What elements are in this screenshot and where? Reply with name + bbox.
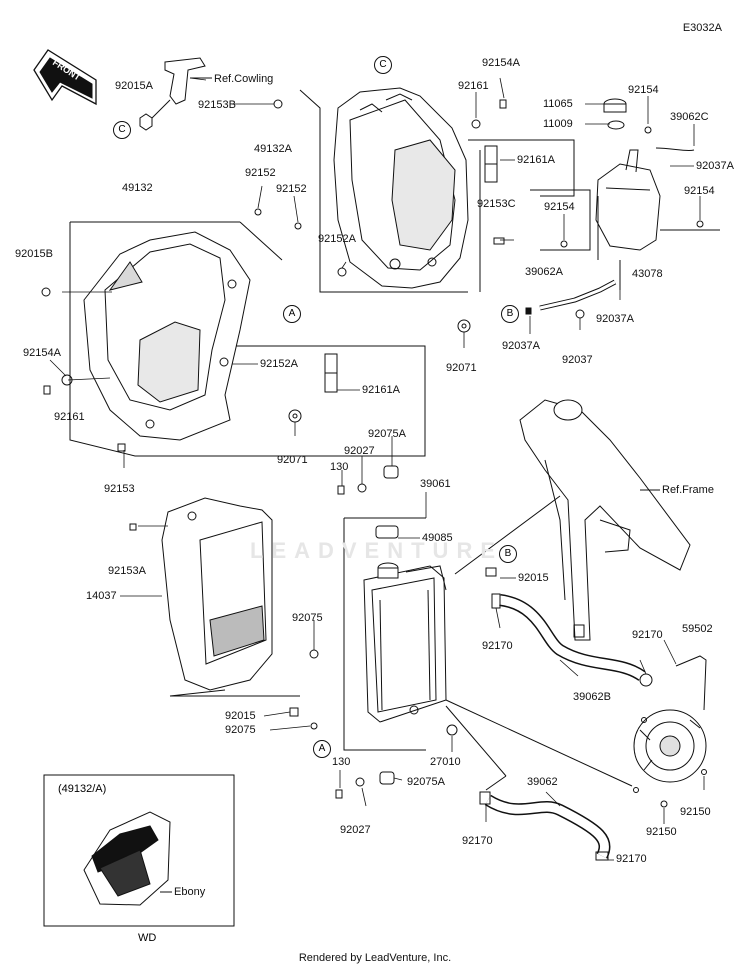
part-label-92161-top[interactable]: 92161 — [458, 80, 489, 92]
part-label-92037A-top[interactable]: 92037A — [696, 160, 734, 172]
reservoir-tank — [560, 98, 704, 290]
part-label-49132A[interactable]: 49132A — [254, 143, 292, 155]
inset-color-note: Ebony — [174, 886, 206, 898]
part-label-92161-left[interactable]: 92161 — [54, 411, 85, 423]
part-label-43078[interactable]: 43078 — [632, 268, 663, 280]
shroud-49132 — [83, 231, 251, 441]
part-label-14037[interactable]: 14037 — [86, 590, 117, 602]
callout-a-mid[interactable]: A — [283, 305, 301, 323]
part-label-92153A[interactable]: 92153A — [108, 565, 146, 577]
part-label-130-low[interactable]: 130 — [332, 756, 351, 768]
part-label-92153C[interactable]: 92153C — [477, 198, 516, 210]
shroud-49132A — [333, 87, 469, 289]
part-label-92170-a[interactable]: 92170 — [482, 640, 513, 652]
part-label-39062C[interactable]: 39062C — [670, 111, 709, 123]
radiator-screen — [161, 497, 273, 691]
part-label-92150-a[interactable]: 92150 — [680, 806, 711, 818]
part-label-92154-a[interactable]: 92154 — [628, 84, 659, 96]
part-label-130-top[interactable]: 130 — [330, 461, 349, 473]
frame — [454, 399, 691, 641]
part-label-92037A-low[interactable]: 92037A — [502, 340, 540, 352]
part-label-92027-low[interactable]: 92027 — [340, 824, 371, 836]
callout-c-top[interactable]: C — [374, 56, 392, 74]
part-label-92161A-top[interactable]: 92161A — [517, 154, 555, 166]
part-label-27010[interactable]: 27010 — [430, 756, 461, 768]
part-label-92152A-mid[interactable]: 92152A — [260, 358, 298, 370]
part-label-39062A[interactable]: 39062A — [525, 266, 563, 278]
part-label-92152A-top[interactable]: 92152A — [318, 233, 356, 245]
part-label-92027-top[interactable]: 92027 — [344, 445, 375, 457]
part-label-92154-b[interactable]: 92154 — [684, 185, 715, 197]
part-label-92152-b[interactable]: 92152 — [276, 183, 307, 195]
inset-title: (49132/A) — [58, 783, 107, 795]
part-label-92075A-top[interactable]: 92075A — [368, 428, 406, 440]
part-label-92153B[interactable]: 92153B — [198, 99, 236, 111]
part-label-92154A-top[interactable]: 92154A — [482, 57, 520, 69]
part-label-92170-d[interactable]: 92170 — [616, 853, 647, 865]
radiator — [363, 562, 447, 723]
part-label-49085[interactable]: 49085 — [422, 532, 453, 544]
front-arrow-icon — [33, 49, 97, 106]
part-label-92015B[interactable]: 92015B — [15, 248, 53, 260]
cowling-bracket — [139, 57, 212, 131]
part-label-11065[interactable]: 11065 — [543, 98, 573, 110]
inset-box — [43, 774, 235, 927]
part-label-92170-b[interactable]: 92170 — [632, 629, 663, 641]
footer-credit: Rendered by LeadVenture, Inc. — [298, 952, 452, 964]
part-label-92075A-low[interactable]: 92075A — [407, 776, 445, 788]
part-label-92150-b[interactable]: 92150 — [646, 826, 677, 838]
ref-cowling-label: Ref.Cowling — [214, 73, 274, 85]
part-label-92153[interactable]: 92153 — [104, 483, 135, 495]
part-label-92161A-mid[interactable]: 92161A — [362, 384, 400, 396]
part-label-92075-low[interactable]: 92075 — [225, 724, 256, 736]
part-label-92015-low[interactable]: 92015 — [225, 710, 256, 722]
cooling-fan — [633, 655, 707, 783]
part-label-39062[interactable]: 39062 — [527, 776, 558, 788]
part-label-92152-a[interactable]: 92152 — [245, 167, 276, 179]
part-label-92075[interactable]: 92075 — [292, 612, 323, 624]
part-label-39061[interactable]: 39061 — [420, 478, 451, 490]
inset-caption: WD — [138, 932, 157, 944]
part-label-92015A[interactable]: 92015A — [115, 80, 153, 92]
part-label-39062B[interactable]: 39062B — [573, 691, 611, 703]
part-label-92037A-mid[interactable]: 92037A — [596, 313, 634, 325]
part-label-92015-right[interactable]: 92015 — [518, 572, 549, 584]
callout-b-right[interactable]: B — [501, 305, 519, 323]
part-label-92170-c[interactable]: 92170 — [462, 835, 493, 847]
callout-c-left[interactable]: C — [113, 121, 131, 139]
part-label-11009[interactable]: 11009 — [543, 118, 573, 130]
part-label-92037[interactable]: 92037 — [562, 354, 593, 366]
part-label-49132[interactable]: 49132 — [122, 182, 153, 194]
diagram-code: E3032A — [682, 22, 722, 34]
part-label-92071-mid[interactable]: 92071 — [277, 454, 308, 466]
callout-a-low[interactable]: A — [313, 740, 331, 758]
watermark: LEADVENTURE — [250, 538, 504, 563]
part-label-92071-right[interactable]: 92071 — [446, 362, 477, 374]
ref-frame-label: Ref.Frame — [662, 484, 714, 496]
callout-b-radiator[interactable]: B — [499, 545, 517, 563]
part-label-92154A-left[interactable]: 92154A — [23, 347, 61, 359]
part-label-92154-c[interactable]: 92154 — [544, 201, 575, 213]
part-label-59502[interactable]: 59502 — [682, 623, 713, 635]
